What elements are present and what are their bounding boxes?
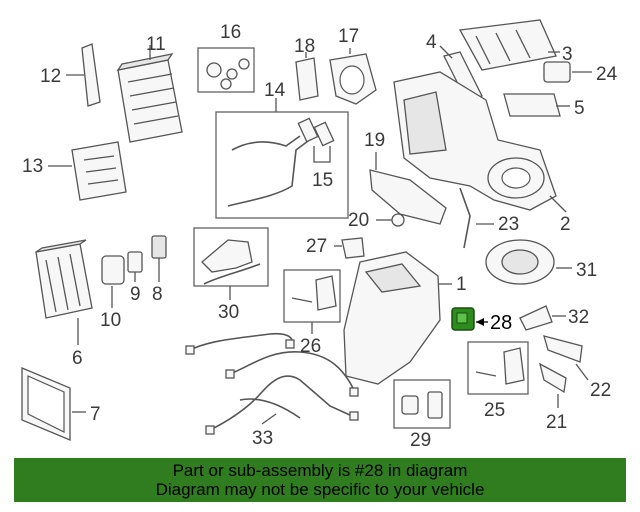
part-33-illustration bbox=[185, 332, 359, 435]
part-17-illustration bbox=[329, 48, 377, 105]
part-32-illustration bbox=[519, 305, 566, 331]
callout-24: 24 bbox=[596, 64, 618, 85]
callout-20: 20 bbox=[348, 210, 369, 231]
callout-16: 16 bbox=[220, 22, 241, 43]
banner-line-1: Part or sub-assembly is #28 in diagram bbox=[172, 461, 468, 480]
callout-18: 18 bbox=[294, 36, 315, 57]
banner-line-2: Diagram may not be specific to your vehi… bbox=[155, 480, 485, 499]
callout-22: 22 bbox=[590, 380, 611, 401]
parts-diagram: 16 11 18 17 4 3 12 24 14 5 19 13 15 20 2… bbox=[21, 19, 618, 451]
callout-7: 7 bbox=[90, 404, 101, 425]
callout-25: 25 bbox=[484, 400, 505, 421]
part-19-illustration bbox=[369, 152, 447, 225]
part-27-illustration bbox=[334, 237, 365, 259]
part-22-illustration bbox=[543, 335, 589, 381]
part-3-illustration bbox=[458, 19, 560, 71]
callout-32: 32 bbox=[568, 307, 589, 328]
callout-33: 33 bbox=[252, 428, 273, 449]
callout-9: 9 bbox=[130, 284, 141, 305]
part-28-illustration bbox=[451, 307, 488, 331]
part-24-illustration bbox=[543, 61, 592, 83]
part-30-illustration bbox=[193, 227, 269, 300]
part-8-illustration bbox=[151, 235, 167, 282]
part-12-illustration bbox=[66, 43, 101, 107]
callout-10: 10 bbox=[100, 310, 121, 331]
callout-26: 26 bbox=[300, 336, 321, 357]
callout-5: 5 bbox=[574, 98, 585, 119]
callout-11: 11 bbox=[146, 34, 166, 55]
callout-8: 8 bbox=[152, 284, 163, 305]
callout-14: 14 bbox=[264, 80, 286, 101]
part-20-illustration bbox=[376, 213, 405, 227]
part-14-illustration bbox=[215, 98, 349, 219]
callout-2: 2 bbox=[560, 214, 571, 235]
callout-12: 12 bbox=[40, 66, 61, 87]
hvac-housing-illustration bbox=[393, 71, 567, 213]
callout-28: 28 bbox=[490, 312, 512, 334]
callout-21: 21 bbox=[546, 412, 567, 433]
callout-17: 17 bbox=[338, 26, 359, 47]
part-18-illustration bbox=[295, 52, 319, 101]
part-11-illustration bbox=[116, 45, 183, 143]
part-25-illustration bbox=[467, 341, 529, 395]
callout-19: 19 bbox=[364, 130, 385, 151]
part-1-illustration bbox=[343, 251, 452, 385]
part-29-illustration bbox=[393, 379, 451, 429]
callout-4: 4 bbox=[426, 32, 437, 53]
part-info-banner: Part or sub-assembly is #28 in diagram D… bbox=[14, 458, 626, 502]
part-21-illustration bbox=[539, 362, 567, 408]
part-5-illustration bbox=[503, 93, 570, 117]
callout-30: 30 bbox=[218, 302, 239, 323]
callout-13: 13 bbox=[22, 156, 43, 177]
callout-3: 3 bbox=[562, 44, 573, 65]
callout-31: 31 bbox=[576, 260, 597, 281]
part-7-illustration bbox=[21, 367, 86, 441]
callout-29: 29 bbox=[410, 430, 431, 451]
part-26-illustration bbox=[283, 269, 341, 334]
callout-6: 6 bbox=[72, 348, 83, 369]
part-23-illustration bbox=[459, 187, 494, 249]
part-31-illustration bbox=[485, 239, 572, 285]
callout-27: 27 bbox=[306, 236, 327, 257]
part-9-illustration bbox=[127, 251, 143, 282]
part-6-illustration bbox=[35, 239, 93, 345]
callout-1: 1 bbox=[456, 274, 467, 295]
part-13-illustration bbox=[48, 141, 127, 201]
part-10-illustration bbox=[101, 255, 125, 308]
callout-23: 23 bbox=[498, 214, 519, 235]
part-16-illustration bbox=[197, 47, 255, 93]
callout-15: 15 bbox=[312, 170, 333, 191]
